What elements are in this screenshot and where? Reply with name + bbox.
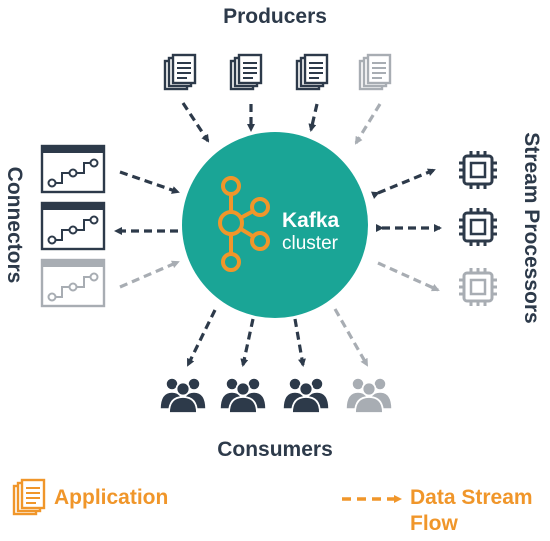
- connector-arrows: [114, 170, 180, 289]
- consumer-group-icon: [282, 377, 330, 414]
- consumer-group-icon: [219, 377, 267, 414]
- producer-app-icon: [163, 53, 197, 91]
- stream-processor-chip-icon: [457, 206, 499, 248]
- consumer-group-icon-faded: [345, 377, 393, 414]
- producer-app-icon-faded: [358, 53, 392, 91]
- consumer-group-icon: [159, 377, 207, 414]
- kafka-logo-icon: [218, 176, 270, 272]
- connector-icon-faded: [40, 258, 106, 308]
- legend-flow-label-line2: Flow: [410, 512, 458, 535]
- connector-icon: [40, 201, 106, 251]
- stream-processor-arrows: [370, 168, 442, 292]
- stream-processors-label: Stream Processors: [520, 132, 543, 324]
- kafka-cluster-circle: [182, 132, 368, 318]
- cluster-title: Kafka: [282, 209, 340, 232]
- connector-icon: [40, 144, 106, 194]
- consumers-label: Consumers: [217, 438, 333, 461]
- stream-processor-chip-icon: [457, 149, 499, 191]
- producer-arrows: [181, 102, 382, 145]
- legend-flow-label-line1: Data Stream: [410, 486, 533, 509]
- connectors-label: Connectors: [3, 166, 26, 284]
- stream-processor-chip-icon-faded: [457, 266, 499, 308]
- producer-app-icon: [229, 53, 263, 91]
- cluster-subtitle: cluster: [282, 233, 338, 254]
- producer-app-icon: [295, 53, 329, 91]
- application-legend-icon: [12, 478, 46, 516]
- producers-label: Producers: [223, 5, 327, 28]
- legend-application-label: Application: [54, 486, 169, 509]
- consumer-arrows: [186, 308, 369, 367]
